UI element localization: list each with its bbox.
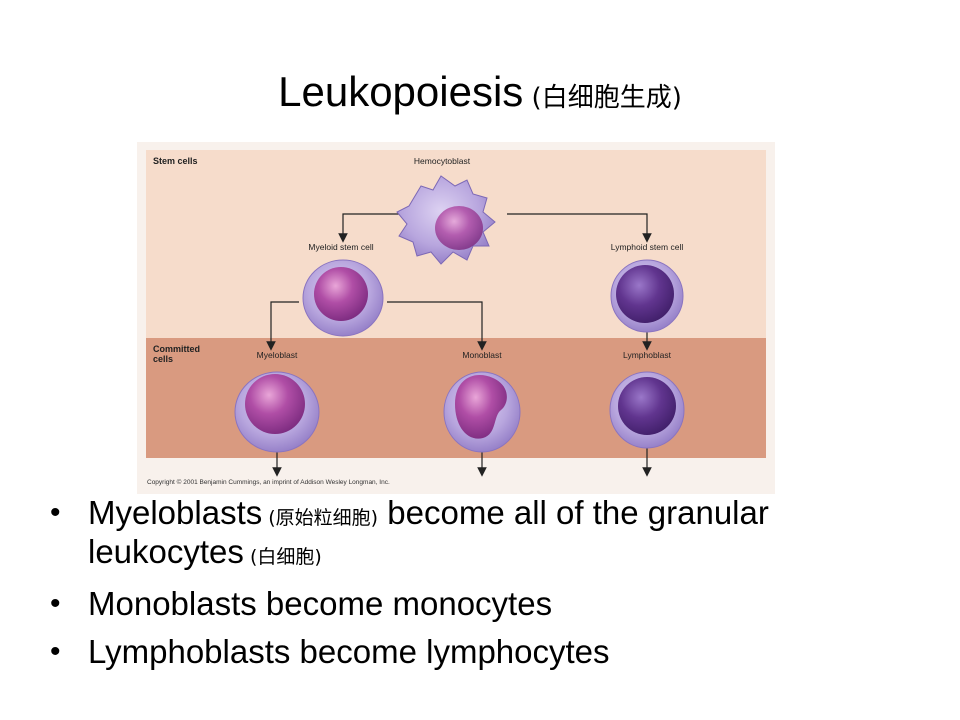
bullet-lymphoblasts: Lymphoblasts become lymphocytes [48,634,928,671]
myeloid-stem-cell [302,259,384,337]
myeloid-stem-label: Myeloid stem cell [308,242,373,252]
hemocytoblast-cell [396,175,496,265]
title-text: Leukopoiesis [278,68,524,115]
myeloblast-cell [234,371,320,453]
lymphoblast-label: Lymphoblast [623,350,672,360]
bullet-monoblasts: Monoblasts become monocytes [48,586,928,623]
title-chinese: (白细胞生成) [523,83,682,113]
stem-cells-label: Stem cells [153,156,198,166]
lymphoid-stem-cell [610,259,684,333]
lymphoblast-cell [609,371,685,449]
slide-title: Leukopoiesis (白细胞生成) [0,64,960,126]
monoblast-cell [443,371,521,453]
bullet-list: Myeloblasts (原始粒细胞) become all of the gr… [48,496,928,682]
figure-copyright: Copyright © 2001 Benjamin Cummings, an i… [147,478,390,486]
monoblast-label: Monoblast [462,350,502,360]
lymphoid-stem-label: Lymphoid stem cell [611,242,684,252]
bullet-myeloblasts: Myeloblasts (原始粒细胞) become all of the gr… [48,496,928,574]
hemocytoblast-label: Hemocytoblast [414,156,471,166]
myeloblast-label: Myeloblast [257,350,298,360]
